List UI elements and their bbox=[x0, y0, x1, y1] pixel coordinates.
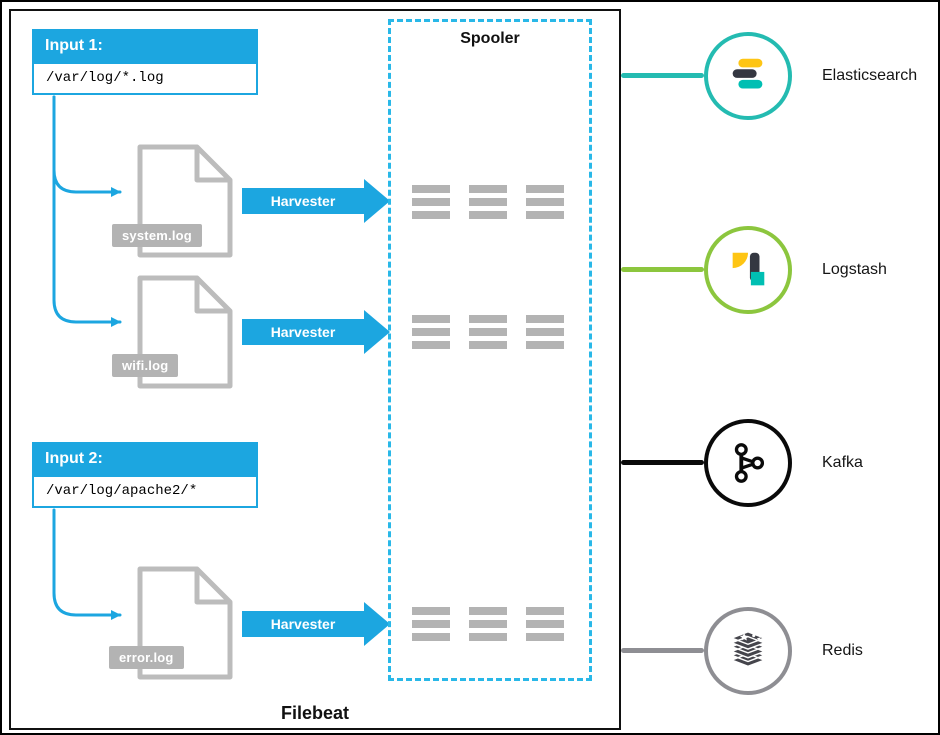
event-bar bbox=[412, 633, 450, 641]
event-bar bbox=[469, 607, 507, 615]
file-label-error-log: error.log bbox=[109, 646, 184, 669]
output-label-logstash: Logstash bbox=[822, 261, 887, 278]
harvester-label-1: Harvester bbox=[270, 193, 336, 209]
spool-events-group-1 bbox=[412, 185, 564, 219]
event-bar bbox=[526, 211, 564, 219]
event-bar bbox=[526, 620, 564, 628]
connector-redis bbox=[621, 648, 704, 653]
file-label-wifi-log: wifi.log bbox=[112, 354, 179, 377]
input-2-path: /var/log/apache2/* bbox=[32, 475, 258, 508]
output-label-redis: Redis bbox=[822, 642, 863, 659]
input-1-header: Input 1: bbox=[32, 29, 258, 62]
filebeat-container bbox=[9, 9, 621, 730]
logstash-logo bbox=[732, 252, 765, 286]
event-bar bbox=[526, 607, 564, 615]
harvester-label-2: Harvester bbox=[270, 324, 336, 340]
elasticsearch-icon bbox=[704, 32, 792, 120]
harvester-arrow-2: Harvester bbox=[242, 310, 390, 354]
connector-kafka bbox=[621, 460, 704, 465]
spool-events-group-3 bbox=[412, 607, 564, 641]
event-bar bbox=[526, 633, 564, 641]
harvester-arrow-1: Harvester bbox=[242, 179, 390, 223]
event-bar bbox=[526, 198, 564, 206]
filebeat-title: Filebeat bbox=[280, 703, 350, 723]
event-bar bbox=[412, 341, 450, 349]
event-bar bbox=[469, 633, 507, 641]
output-label-kafka: Kafka bbox=[822, 454, 863, 471]
connector-logstash bbox=[621, 267, 704, 272]
logstash-icon bbox=[704, 226, 792, 314]
redis-logo bbox=[729, 631, 767, 668]
spooler-title: Spooler bbox=[460, 30, 520, 47]
event-bar bbox=[469, 620, 507, 628]
kafka-icon bbox=[704, 419, 792, 507]
event-bar bbox=[526, 315, 564, 323]
harvester-arrow-3: Harvester bbox=[242, 602, 390, 646]
spooler-box bbox=[388, 19, 592, 681]
event-bar bbox=[469, 185, 507, 193]
input-1-path: /var/log/*.log bbox=[32, 62, 258, 95]
event-bar bbox=[469, 198, 507, 206]
event-bar bbox=[526, 328, 564, 336]
event-bar bbox=[526, 341, 564, 349]
file-label-system-log: system.log bbox=[112, 224, 202, 247]
event-bar bbox=[412, 198, 450, 206]
harvester-label-3: Harvester bbox=[270, 616, 336, 632]
connector-elasticsearch bbox=[621, 73, 704, 78]
kafka-logo bbox=[734, 443, 765, 483]
event-bar bbox=[412, 315, 450, 323]
event-bar bbox=[469, 315, 507, 323]
spool-events-group-2 bbox=[412, 315, 564, 349]
output-label-elasticsearch: Elasticsearch bbox=[822, 67, 918, 84]
event-bar bbox=[412, 328, 450, 336]
event-bar bbox=[412, 185, 450, 193]
elasticsearch-logo bbox=[732, 58, 763, 89]
input-2-header: Input 2: bbox=[32, 442, 258, 475]
event-bar bbox=[469, 328, 507, 336]
event-bar bbox=[412, 211, 450, 219]
event-bar bbox=[412, 620, 450, 628]
redis-icon bbox=[704, 607, 792, 695]
event-bar bbox=[526, 185, 564, 193]
event-bar bbox=[412, 607, 450, 615]
event-bar bbox=[469, 341, 507, 349]
event-bar bbox=[469, 211, 507, 219]
